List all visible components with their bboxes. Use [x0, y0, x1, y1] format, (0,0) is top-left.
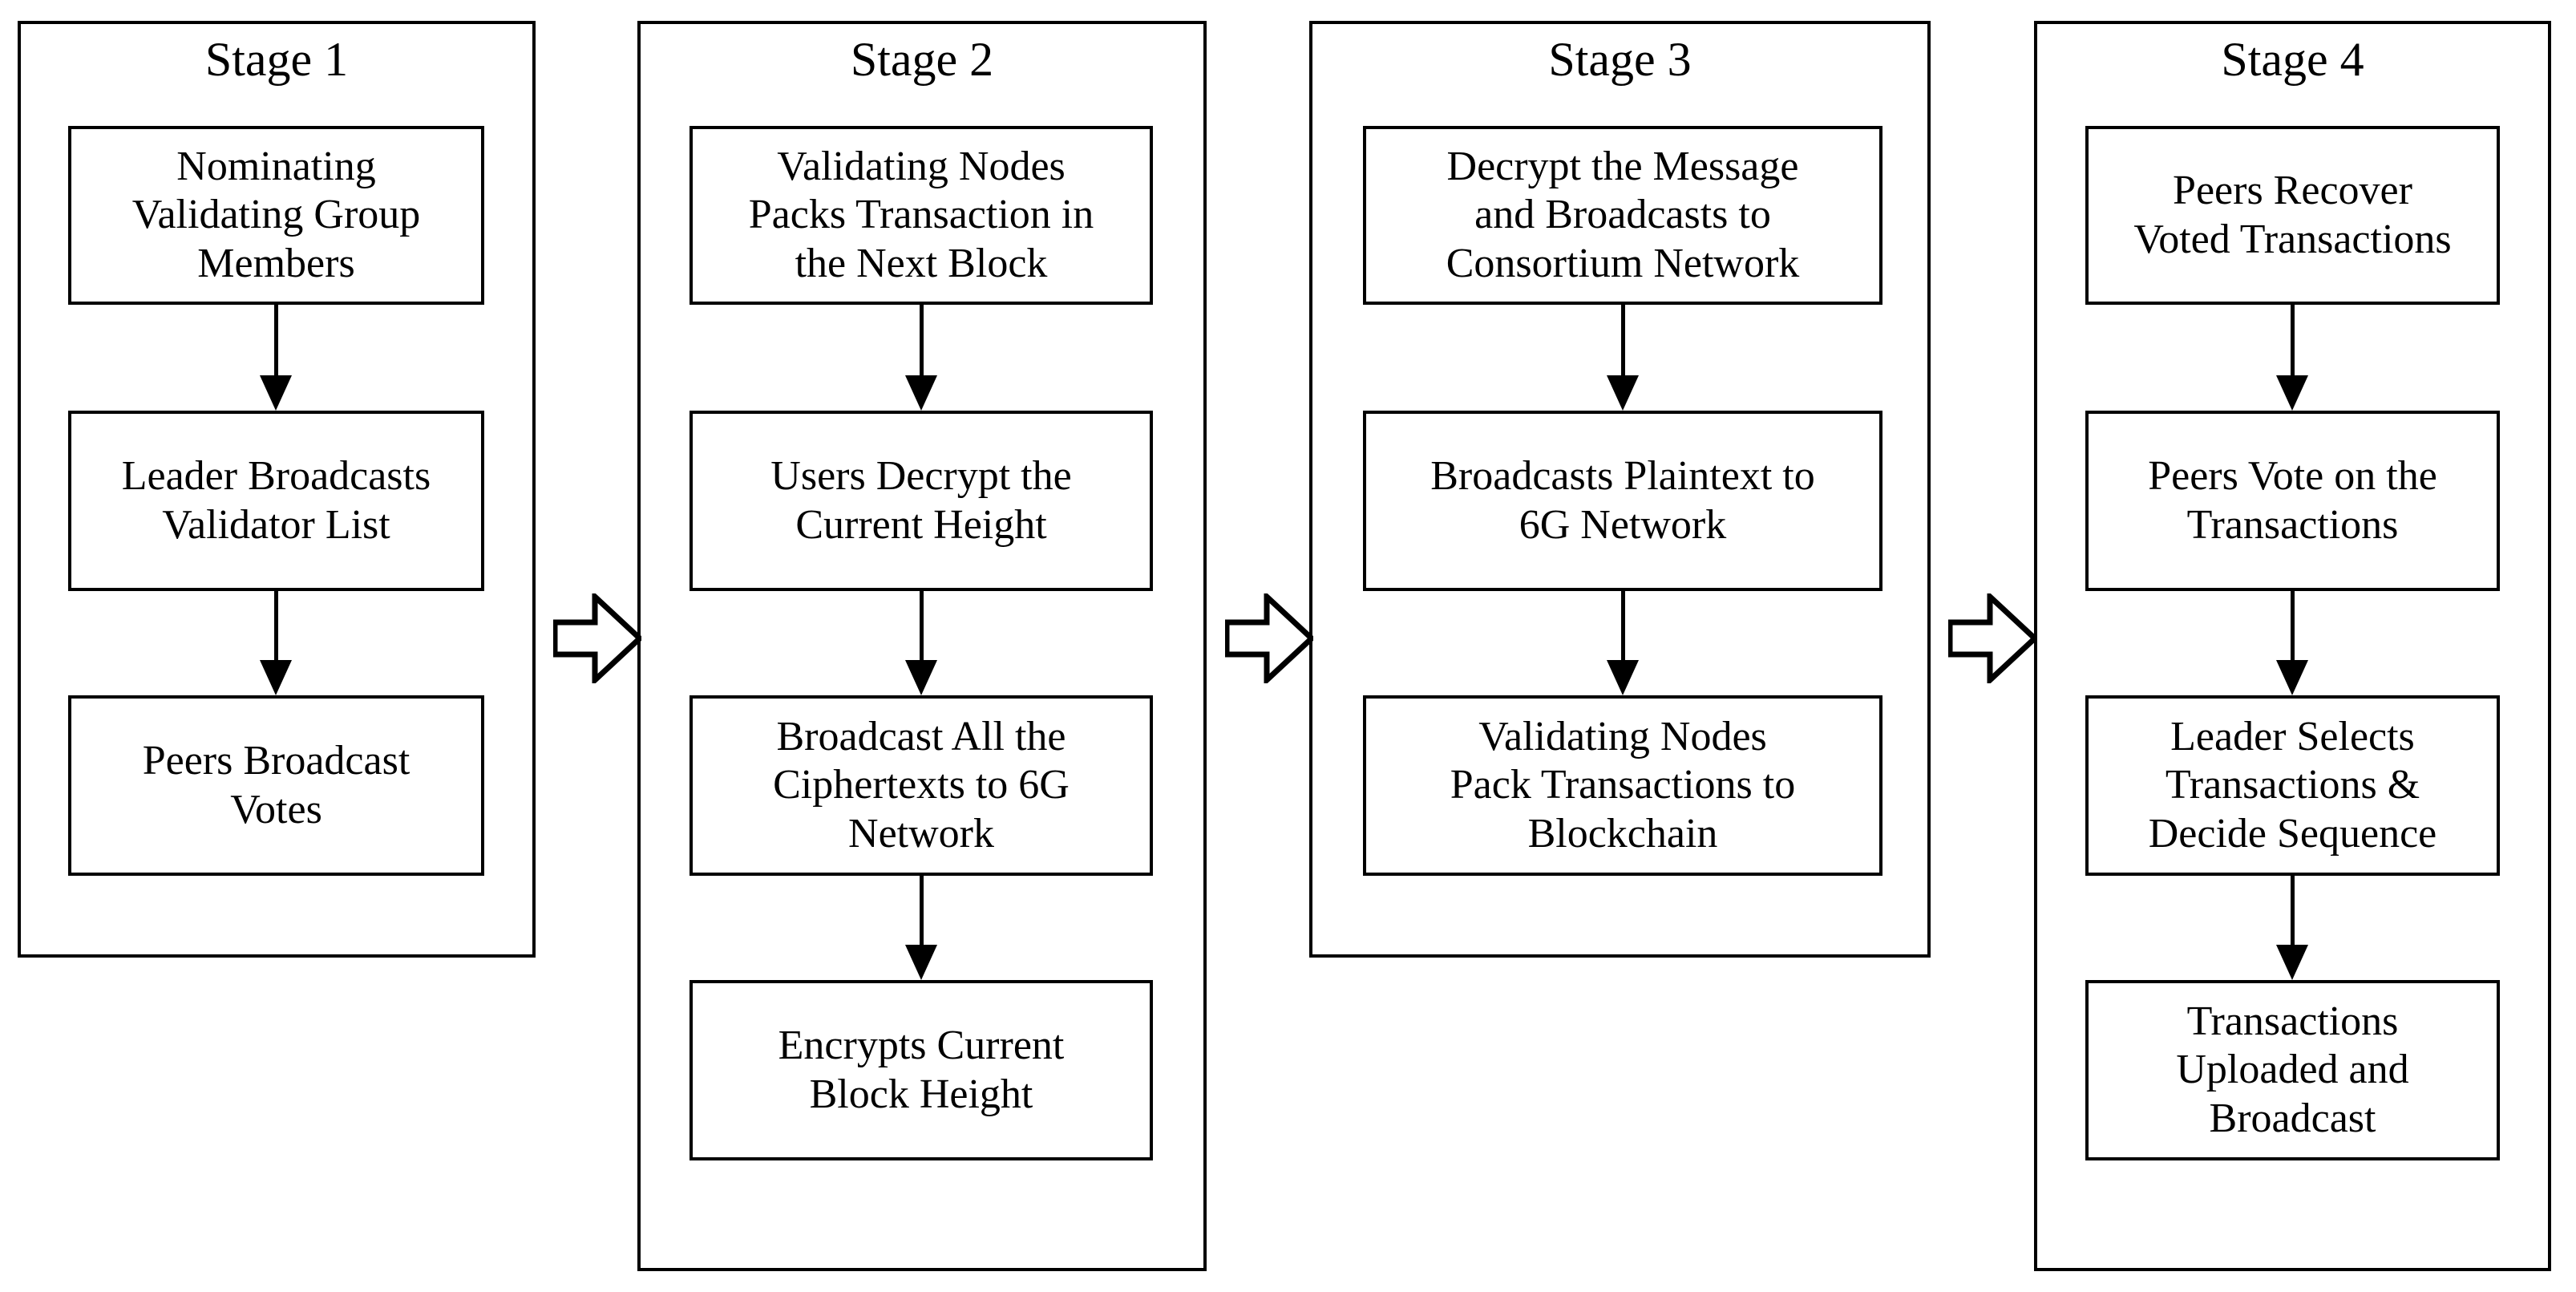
process-node-label: Peers Recover Voted Transactions [2133, 168, 2452, 262]
process-node-1-3[interactable]: Peers Broadcast Votes [68, 695, 484, 876]
process-node-4-2[interactable]: Peers Vote on the Transactions [2085, 411, 2500, 591]
process-node-4-3[interactable]: Leader Selects Transactions & Decide Seq… [2085, 695, 2500, 876]
process-node-label: Broadcast All the Ciphertexts to 6G Netw… [773, 714, 1070, 857]
process-node-1-2[interactable]: Leader Broadcasts Validator List [68, 411, 484, 591]
process-node-label: Broadcasts Plaintext to 6G Network [1430, 453, 1815, 548]
stage-title-3: Stage 3 [1548, 33, 1692, 86]
process-node-label: Nominating Validating Group Members [131, 144, 421, 286]
arrow-shaft [1620, 591, 1625, 663]
process-node-3-1[interactable]: Decrypt the Message and Broadcasts to Co… [1363, 126, 1882, 305]
process-node-label: Validating Nodes Packs Transaction in th… [748, 144, 1094, 286]
arrow-head [2276, 375, 2308, 411]
process-node-label: Peers Vote on the Transactions [2148, 453, 2437, 548]
process-node-label: Leader Broadcasts Validator List [121, 453, 431, 548]
arrow-head [2276, 660, 2308, 695]
process-node-2-3[interactable]: Broadcast All the Ciphertexts to 6G Netw… [689, 695, 1153, 876]
arrow-shaft [2290, 876, 2295, 948]
arrow-shaft [273, 591, 278, 663]
arrow-head [905, 660, 937, 695]
block-arrow-shape [1225, 593, 1313, 683]
process-node-label: Users Decrypt the Current Height [770, 453, 1072, 548]
block-arrow-right-icon [1225, 593, 1313, 683]
process-node-label: Validating Nodes Pack Transactions to Bl… [1450, 714, 1796, 857]
process-node-1-1[interactable]: Nominating Validating Group Members [68, 126, 484, 305]
block-arrow-shape [553, 593, 641, 683]
arrow-shaft [2290, 305, 2295, 379]
arrow-shaft [2290, 591, 2295, 663]
block-arrow-right-icon [1948, 593, 2036, 683]
process-node-2-4[interactable]: Encrypts Current Block Height [689, 980, 1153, 1160]
arrow-shaft [919, 591, 924, 663]
arrow-head [1607, 375, 1639, 411]
stage-title-4: Stage 4 [2221, 33, 2364, 86]
process-node-2-2[interactable]: Users Decrypt the Current Height [689, 411, 1153, 591]
process-node-4-1[interactable]: Peers Recover Voted Transactions [2085, 126, 2500, 305]
stage-title-1: Stage 1 [204, 33, 349, 86]
process-node-3-2[interactable]: Broadcasts Plaintext to 6G Network [1363, 411, 1882, 591]
arrow-head [260, 375, 292, 411]
block-arrow-right-icon [553, 593, 641, 683]
arrow-head [260, 660, 292, 695]
arrow-shaft [1620, 305, 1625, 379]
arrow-shaft [919, 876, 924, 948]
block-arrow-shape [1948, 593, 2036, 683]
stage-title-2: Stage 2 [850, 33, 994, 86]
process-node-label: Encrypts Current Block Height [778, 1023, 1065, 1117]
arrow-head [905, 945, 937, 980]
process-node-label: Leader Selects Transactions & Decide Seq… [2148, 714, 2437, 857]
arrow-shaft [919, 305, 924, 379]
arrow-head [905, 375, 937, 411]
process-node-label: Transactions Uploaded and Broadcast [2176, 998, 2409, 1141]
process-node-4-4[interactable]: Transactions Uploaded and Broadcast [2085, 980, 2500, 1160]
arrow-shaft [273, 305, 278, 379]
process-node-label: Peers Broadcast Votes [142, 738, 410, 832]
process-node-3-3[interactable]: Validating Nodes Pack Transactions to Bl… [1363, 695, 1882, 876]
process-node-2-1[interactable]: Validating Nodes Packs Transaction in th… [689, 126, 1153, 305]
arrow-head [1607, 660, 1639, 695]
arrow-head [2276, 945, 2308, 980]
process-node-label: Decrypt the Message and Broadcasts to Co… [1446, 144, 1800, 286]
